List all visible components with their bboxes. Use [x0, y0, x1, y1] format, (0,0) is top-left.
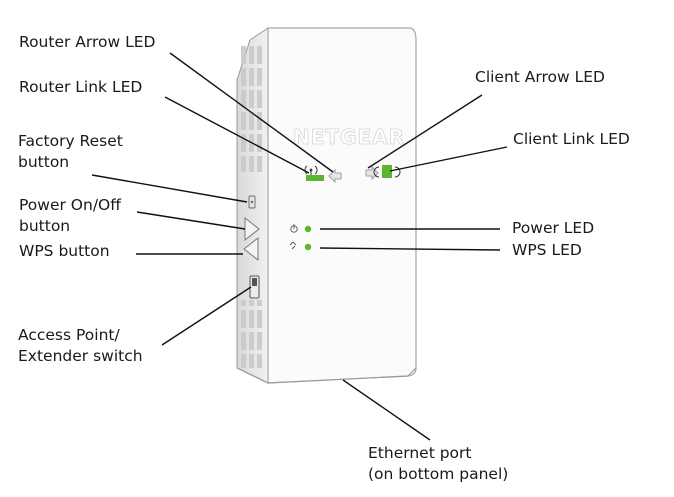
label-wps-button: WPS button — [19, 242, 110, 260]
label-ethernet-port: Ethernet port (on bottom panel) — [368, 443, 508, 485]
line-router-arrow — [169, 52, 334, 173]
label-client-arrow-led: Client Arrow LED — [475, 68, 605, 86]
power-led — [290, 224, 312, 233]
line-router-link — [164, 96, 310, 174]
router-arrow-led — [328, 169, 342, 183]
side-vents-bottom — [240, 300, 264, 368]
router-link-led — [304, 165, 324, 181]
label-access-point-line2: Extender switch — [18, 347, 143, 365]
label-wps-led: WPS LED — [512, 241, 582, 259]
access-point-extender-switch — [249, 275, 260, 299]
label-factory-reset: Factory Reset button — [18, 131, 123, 173]
client-link-led — [373, 165, 401, 178]
factory-reset-button — [248, 195, 256, 209]
label-client-link-led: Client Link LED — [513, 130, 630, 148]
label-power-onoff: Power On/Off button — [19, 195, 121, 237]
callout-lines — [91, 52, 508, 441]
device-front-face — [267, 27, 417, 384]
label-power-led: Power LED — [512, 219, 595, 237]
line-access-point — [161, 286, 252, 346]
label-access-point: Access Point/ Extender switch — [18, 325, 143, 367]
label-factory-reset-line1: Factory Reset — [18, 132, 123, 150]
label-router-link-led: Router Link LED — [19, 78, 143, 96]
wps-side-button — [243, 236, 259, 262]
label-power-onoff-line2: button — [19, 217, 71, 235]
line-power-onoff — [136, 211, 246, 230]
label-ethernet-line1: Ethernet port — [368, 444, 472, 462]
label-ethernet-line2: (on bottom panel) — [368, 465, 509, 483]
line-ethernet — [342, 379, 431, 441]
netgear-logo: NETGEAR — [293, 125, 405, 149]
label-factory-reset-line2: button — [18, 153, 70, 171]
line-wps-led — [319, 247, 501, 251]
wps-led — [289, 241, 312, 251]
line-client-link — [389, 146, 508, 172]
device-bottom-panel — [236, 367, 417, 384]
label-power-onoff-line1: Power On/Off — [19, 196, 121, 214]
line-factory-reset — [91, 174, 248, 203]
client-arrow-led — [365, 166, 379, 180]
line-client-arrow — [367, 94, 483, 169]
label-access-point-line1: Access Point/ — [18, 326, 120, 344]
label-router-arrow-led: Router Arrow LED — [19, 33, 156, 51]
